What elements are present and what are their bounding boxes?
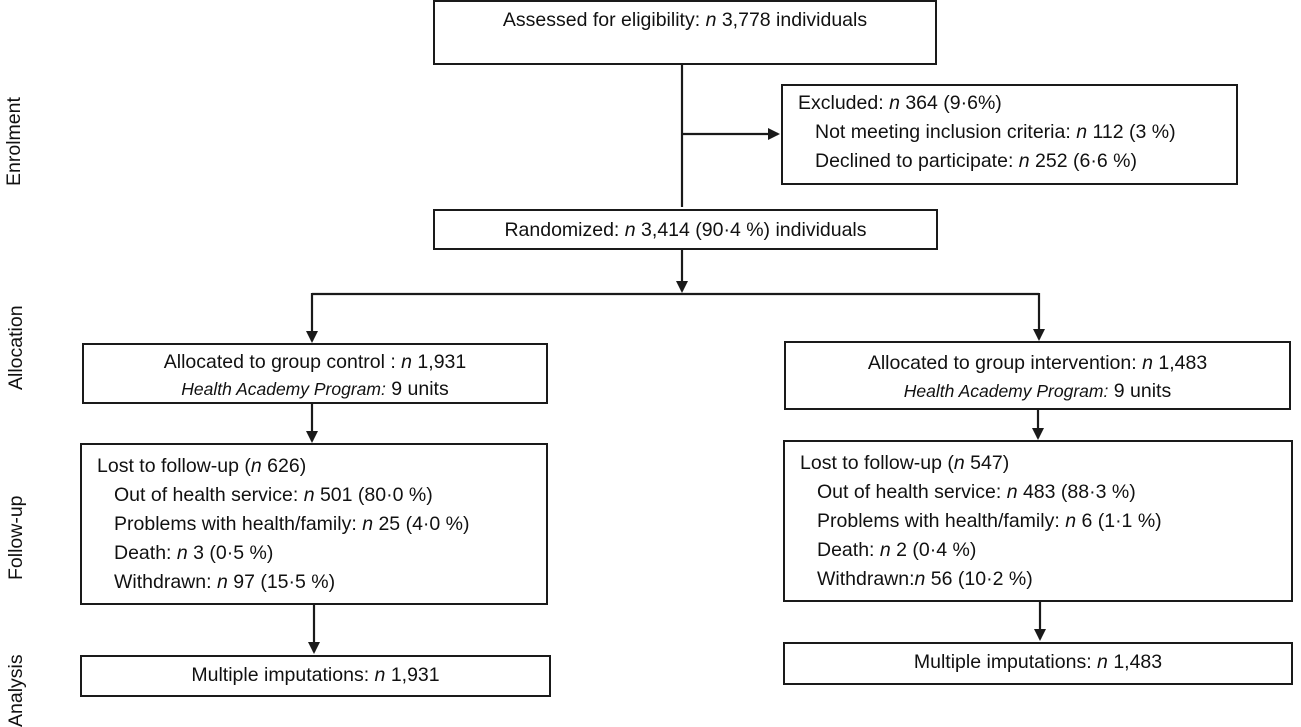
stage-label-allocation: Allocation	[5, 305, 27, 390]
control-allocated-text: Allocated to group control : n 1,931	[163, 351, 467, 373]
intervention-analysis-text: Multiple imputations: n 1,483	[913, 651, 1163, 673]
intervention-allocated-text: Allocated to group intervention: n 1,483	[867, 352, 1208, 374]
randomized-box: Randomized: n 3,414 (90·4 %) individuals	[433, 209, 938, 250]
control-analysis-box: Multiple imputations: n 1,931	[80, 655, 551, 697]
assessed-box: Assessed for eligibility: n 3,778 indivi…	[433, 0, 937, 65]
control-lost-item: Problems with health/family: n 25 (4·0 %…	[114, 513, 470, 535]
control-lost-item: Out of health service: n 501 (80·0 %)	[114, 484, 433, 506]
intervention-allocation-box: Allocated to group intervention: n 1,483…	[784, 341, 1291, 410]
excluded-item: Declined to participate: n 252 (6·6 %)	[815, 150, 1137, 172]
assessed-text: Assessed for eligibility: n 3,778 indivi…	[502, 9, 868, 31]
control-lost-item: Death: n 3 (0·5 %)	[114, 542, 274, 564]
randomized-text: Randomized: n 3,414 (90·4 %) individuals	[504, 219, 867, 241]
excluded-title: Excluded: n 364 (9·6%)	[798, 92, 1002, 114]
control-allocation-box: Allocated to group control : n 1,931 Hea…	[82, 343, 548, 404]
intervention-lost-item: Problems with health/family: n 6 (1·1 %)	[817, 510, 1162, 532]
control-program-text: Health Academy Program: 9 units	[181, 378, 449, 400]
stage-label-followup: Follow-up	[5, 495, 27, 580]
control-lost-item: Withdrawn: n 97 (15·5 %)	[114, 571, 336, 593]
intervention-analysis-box: Multiple imputations: n 1,483	[783, 642, 1293, 685]
control-lost-title: Lost to follow-up (n 626)	[97, 455, 307, 477]
excluded-item: Not meeting inclusion criteria: n 112 (3…	[815, 121, 1176, 143]
intervention-lost-item: Out of health service: n 483 (88·3 %)	[817, 481, 1136, 503]
stage-label-enrolment: Enrolment	[3, 97, 25, 186]
intervention-lost-item: Death: n 2 (0·4 %)	[817, 539, 977, 561]
control-lost-box: Lost to follow-up (n 626) Out of health …	[80, 443, 548, 605]
intervention-lost-title: Lost to follow-up (n 547)	[800, 452, 1010, 474]
intervention-lost-item: Withdrawn:n 56 (10·2 %)	[817, 568, 1033, 590]
excluded-box: Excluded: n 364 (9·6%) Not meeting inclu…	[781, 84, 1238, 185]
control-analysis-text: Multiple imputations: n 1,931	[191, 664, 440, 686]
stage-label-analysis: Analysis	[5, 654, 27, 727]
intervention-lost-box: Lost to follow-up (n 547) Out of health …	[783, 440, 1293, 602]
intervention-program-text: Health Academy Program: 9 units	[903, 380, 1172, 402]
